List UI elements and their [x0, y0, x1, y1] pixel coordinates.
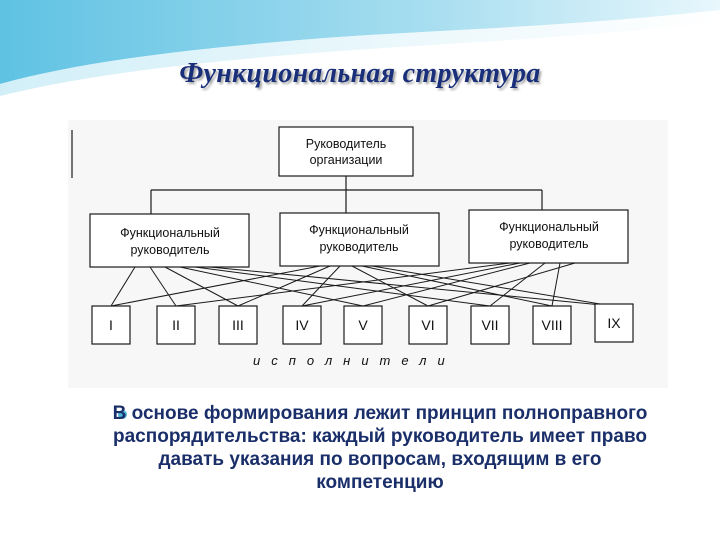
- manager-box-3: [468, 209, 629, 264]
- manager-3-line2: руководитель: [509, 237, 588, 251]
- bullet-icon: [118, 410, 127, 419]
- top-manager-box: [278, 126, 414, 177]
- executor-label-3: III: [232, 317, 244, 333]
- executor-box-4: [282, 305, 322, 345]
- top-box-line1: Руководитель: [306, 137, 387, 151]
- manager-3-line1: Функциональный: [499, 220, 599, 234]
- executor-box-2: [156, 305, 196, 345]
- manager-1-line2: руководитель: [130, 243, 209, 257]
- executor-box-3: [218, 305, 258, 345]
- top-wave-light: [0, 10, 720, 96]
- executor-label-1: I: [109, 317, 113, 333]
- bullet-text: В основе формирования лежит принцип полн…: [112, 403, 648, 493]
- top-box-line2: организации: [310, 153, 383, 167]
- manager-box-1: [89, 213, 250, 268]
- manager-2-line1: Функциональный: [309, 223, 409, 237]
- executor-box-8: [532, 305, 572, 345]
- executor-box-6: [408, 305, 448, 345]
- executor-box-1: [91, 305, 131, 345]
- executor-label-5: V: [358, 317, 368, 333]
- slide-title: Функциональная структура: [179, 58, 541, 89]
- executor-label-7: VII: [481, 317, 498, 333]
- manager-executor-links: [110, 262, 613, 307]
- top-wave: [0, 0, 720, 84]
- executor-box-9: [594, 303, 634, 343]
- manager-box-2: [279, 212, 440, 267]
- manager-1-line1: Функциональный: [120, 226, 220, 240]
- executors-caption: исполнители: [253, 353, 456, 368]
- executor-label-2: II: [172, 317, 180, 333]
- manager-2-line2: руководитель: [319, 240, 398, 254]
- executor-label-4: IV: [295, 317, 309, 333]
- executor-label-9: IX: [607, 315, 621, 331]
- executor-box-7: [470, 305, 510, 345]
- executor-box-5: [343, 305, 383, 345]
- executor-label-6: VI: [421, 317, 434, 333]
- executor-label-8: VIII: [541, 317, 562, 333]
